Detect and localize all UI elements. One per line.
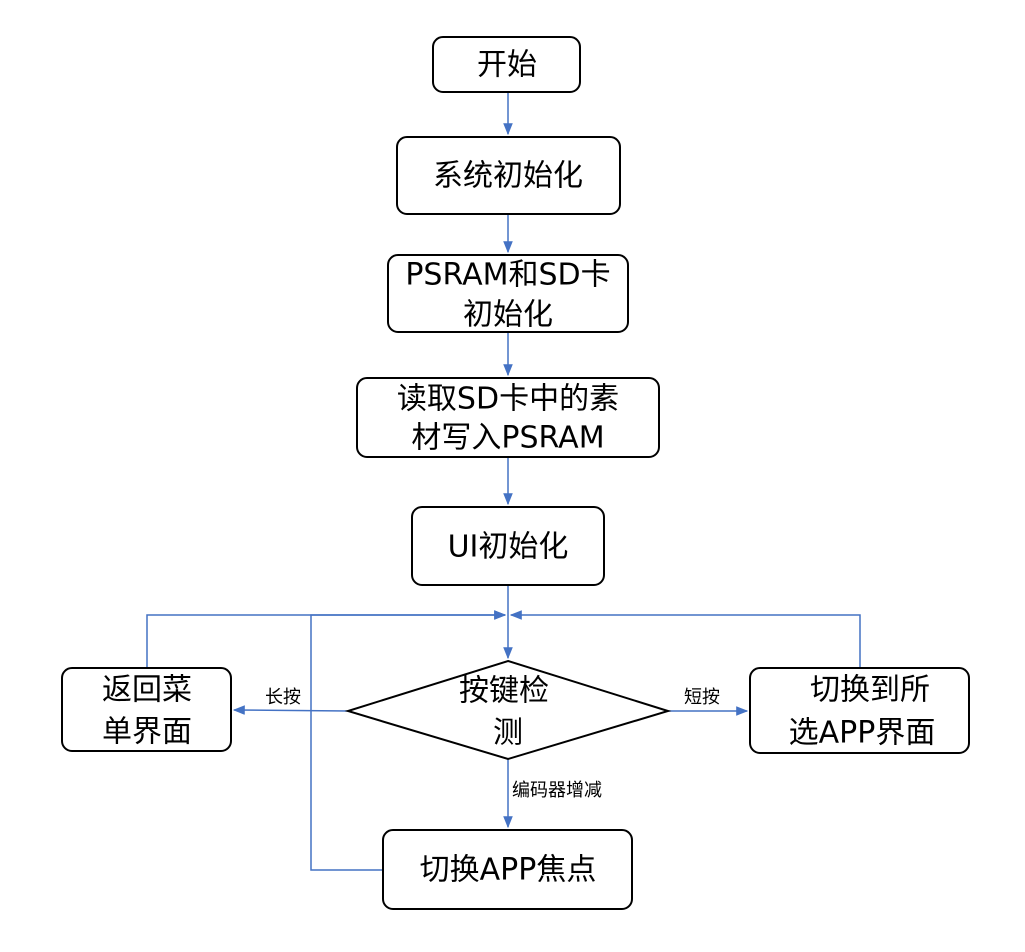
node-back-menu: 返回菜 单界面 <box>61 667 232 752</box>
node-key-detect: 按键检 测 <box>344 659 672 761</box>
node-start-label: 开始 <box>477 48 537 83</box>
edge-label-short-press: 短按 <box>684 687 720 708</box>
node-switch-app-ui: 切换到所 选APP界面 <box>749 667 970 754</box>
node-ui-init: UI初始化 <box>411 506 605 586</box>
edge-switch-ui-loop <box>509 610 861 668</box>
node-switch-app-ui-line2: 选APP界面 <box>789 716 936 751</box>
node-ui-init-label: UI初始化 <box>448 530 569 565</box>
node-switch-focus-label: 切换APP焦点 <box>420 853 597 888</box>
node-back-menu-line1: 返回菜 <box>102 673 192 708</box>
edge-key-detect-to-back-menu <box>232 705 349 715</box>
node-back-menu-line2: 单界面 <box>102 715 192 750</box>
node-load-assets: 读取SD卡中的素 材写入PSRAM <box>356 377 660 458</box>
edge-switch-focus-loop <box>310 610 507 871</box>
edge-back-menu-loop <box>146 610 507 668</box>
node-switch-app-ui-line1: 切换到所 <box>810 673 930 708</box>
node-switch-focus: 切换APP焦点 <box>382 829 633 910</box>
node-psram-sd-init: PSRAM和SD卡 初始化 <box>387 254 629 333</box>
node-start: 开始 <box>432 36 581 93</box>
node-system-init: 系统初始化 <box>396 136 621 215</box>
node-psram-sd-init-line1: PSRAM和SD卡 <box>405 258 610 293</box>
node-load-assets-line1: 读取SD卡中的素 <box>397 382 619 417</box>
node-key-detect-line1: 按键检 <box>459 674 549 709</box>
edge-label-long-press: 长按 <box>265 687 301 708</box>
node-system-init-label: 系统初始化 <box>433 159 583 194</box>
node-key-detect-line2: 测 <box>493 716 523 751</box>
edge-label-encoder: 编码器增减 <box>512 780 602 801</box>
node-load-assets-line2: 材写入PSRAM <box>411 421 604 456</box>
node-psram-sd-init-line2: 初始化 <box>463 298 553 333</box>
